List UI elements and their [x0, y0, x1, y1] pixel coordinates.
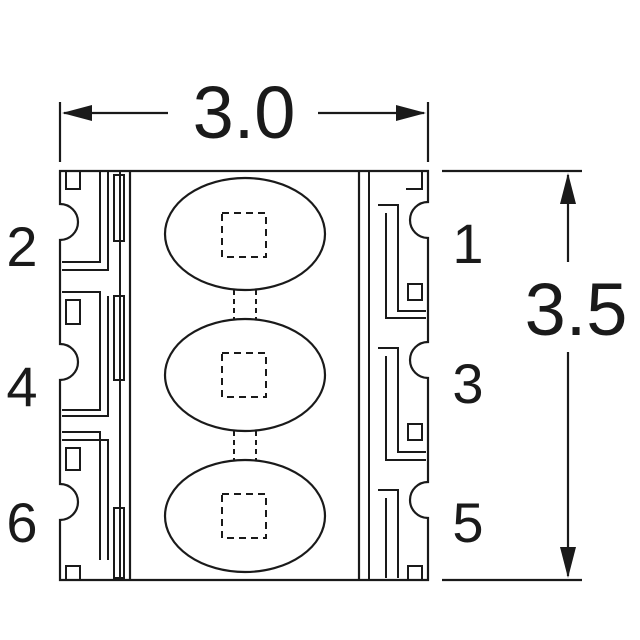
pin-labels-left: 2 4 6 [6, 215, 37, 554]
arrowhead-down-icon [560, 547, 576, 578]
arrowhead-right-icon [396, 105, 426, 121]
height-dimension-label: 3.5 [525, 268, 628, 351]
led-lens-2 [163, 317, 327, 433]
pin-label-4: 4 [6, 355, 37, 418]
width-dimension: 3.0 [58, 71, 430, 162]
package-body-outline [58, 169, 430, 582]
lead-frame-right [368, 171, 426, 581]
width-dimension-label: 3.0 [193, 71, 296, 154]
pin-labels-right: 1 3 5 [452, 212, 483, 554]
arrowhead-left-icon [62, 105, 92, 121]
arrowhead-up-icon [560, 173, 576, 204]
led-lens-1 [163, 176, 327, 292]
pin-label-5: 5 [452, 491, 483, 554]
pin-label-2: 2 [6, 215, 37, 278]
lens-bridges [233, 290, 257, 461]
pin-label-3: 3 [452, 352, 483, 415]
pin-label-1: 1 [452, 212, 483, 275]
chip-outline-1 [221, 212, 267, 258]
height-dimension: 3.5 [442, 169, 628, 582]
lead-frame-left [62, 171, 125, 581]
chip-outline-2 [221, 352, 267, 398]
chip-outline-3 [221, 493, 267, 539]
pin-label-6: 6 [6, 491, 37, 554]
led-lens-3 [163, 458, 327, 574]
